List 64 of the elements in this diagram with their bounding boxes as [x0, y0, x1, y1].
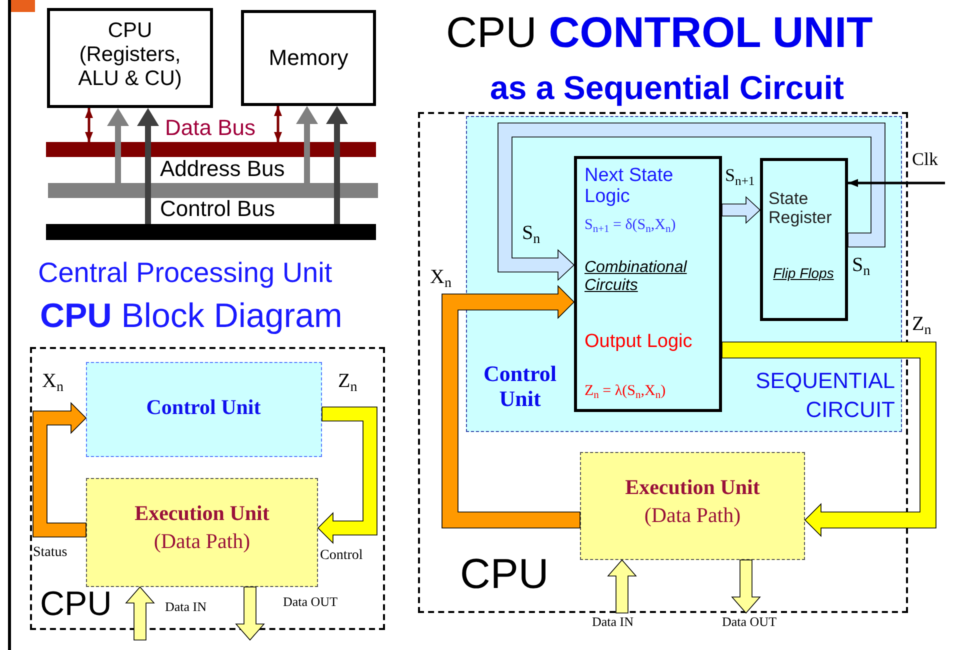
box-label: Memory [268, 45, 350, 70]
block-arrow [731, 560, 761, 614]
control-unit-box [86, 362, 322, 457]
box-label: CPU (Registers, ALU & CU) [77, 19, 183, 92]
arrow [274, 106, 282, 142]
execution-unit-box [580, 452, 805, 560]
formula: S$_{n+1}$ = δ(S$_{n}$,X$_{n}$) [584, 216, 676, 234]
logic-box [574, 156, 722, 412]
block-arrow [296, 106, 318, 183]
section-title: Central Processing Unit [38, 258, 332, 289]
edge-label: Data IN [592, 615, 634, 630]
boundary-label: CPU [40, 585, 112, 624]
edge-label: X$_{n}$ [42, 370, 64, 392]
edge-label: Data OUT [283, 595, 338, 610]
slide-subtitle: as a Sequential Circuit [490, 70, 844, 106]
block-arrow [722, 196, 761, 224]
signal-label: S$_{n}$ [522, 222, 540, 244]
edge-label: Data IN [165, 600, 207, 614]
block-arrow [498, 122, 886, 281]
bus-label: Address Bus [160, 156, 285, 182]
signal-label: Status [33, 545, 68, 560]
execution-unit-box [86, 478, 318, 587]
edge-label: Clk [912, 150, 938, 170]
formula: Z$_{n}$ = λ(S$_{n}$,X$_{n}$) [584, 382, 666, 400]
block-arrow [442, 285, 580, 528]
register-box [760, 158, 848, 320]
arrow [848, 179, 945, 187]
box-sublabel: (Data Path) [643, 503, 742, 528]
block-arrow [125, 586, 155, 640]
box-label: State Register [768, 188, 833, 228]
boundary-label: CPU [460, 550, 549, 598]
block-arrow [607, 559, 637, 614]
slide-title: CPU CONTROL UNIT [446, 10, 873, 58]
block-arrow [32, 402, 87, 538]
box-sublabel: (Data Path) [152, 529, 252, 554]
block-arrow [317, 406, 378, 544]
signal-label: S$_{n}$ [852, 254, 870, 276]
memory-box [241, 10, 376, 106]
section-title: CPU Block Diagram [40, 298, 342, 336]
bus-label: Data Bus [165, 115, 256, 140]
edge-label: Data OUT [722, 615, 777, 630]
signal-label: X$_{n}$ [430, 266, 452, 288]
block-arrow [235, 586, 265, 641]
box-sublabel: Flip Flops [772, 264, 835, 281]
signal-label: Z$_{n}$ [912, 313, 932, 335]
block-arrow [137, 108, 159, 224]
box-label: Execution Unit [624, 475, 761, 500]
bus-label: Control Bus [160, 196, 275, 222]
block-heading: Next State Logic [584, 164, 674, 208]
block-heading: Output Logic [584, 330, 692, 352]
box-label: Control Unit [145, 395, 262, 420]
block-arrow [107, 108, 129, 183]
cpu-boundary [30, 347, 385, 630]
cpu-box [47, 8, 213, 108]
block-arrow [722, 342, 936, 537]
edge-label: S$_{n+1}$ [725, 166, 755, 186]
arrow [85, 108, 93, 142]
block-heading: Combinational Circuits [584, 258, 688, 296]
signal-label: Control [320, 548, 363, 564]
box-label: Execution Unit [134, 501, 270, 526]
block-arrow [326, 106, 348, 224]
edge-label: Z$_{n}$ [338, 370, 358, 392]
box-label: Control Unit [482, 361, 558, 412]
box-label: SEQUENTIAL CIRCUIT [754, 367, 895, 424]
